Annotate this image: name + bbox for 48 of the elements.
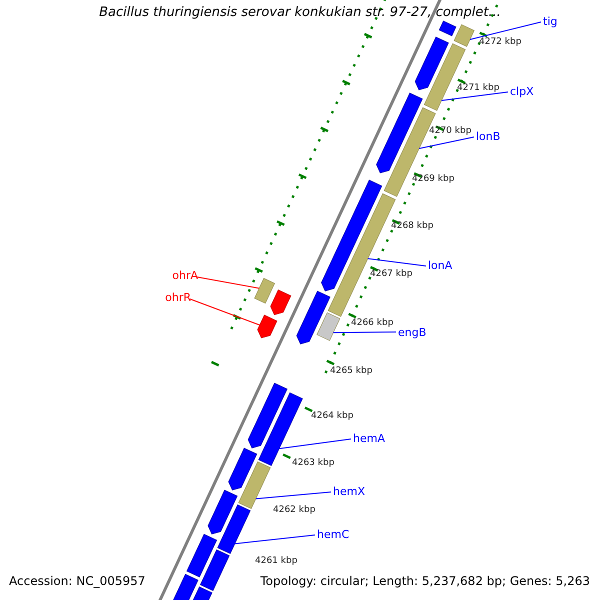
leader-line <box>196 276 260 289</box>
gene-feature <box>248 382 288 448</box>
leader-line <box>234 534 316 544</box>
gene-feature <box>438 20 456 36</box>
gene-feature <box>296 290 330 344</box>
scale-label: 4271 kbp <box>457 83 500 94</box>
gene-feature <box>316 312 340 341</box>
leader-line <box>441 92 508 101</box>
genome-info-text: Topology: circular; Length: 5,237,682 bp; Genes: 5,263 <box>260 574 590 588</box>
gene-label: engB <box>398 326 426 339</box>
scale-label: 4272 kbp <box>479 37 522 48</box>
gene-feature <box>228 448 258 490</box>
scale-label: 4261 kbp <box>255 556 298 567</box>
gene-label: clpX <box>510 85 534 98</box>
gene-feature <box>454 24 474 47</box>
gene-label: lonA <box>428 259 452 272</box>
leader-line <box>470 22 542 40</box>
gene-feature <box>257 314 278 338</box>
leader-line <box>190 298 260 326</box>
leader-line <box>367 258 426 266</box>
gene-label: ohrR <box>165 291 191 304</box>
gene-feature <box>414 36 449 90</box>
scale-label: 4270 kbp <box>429 126 472 137</box>
gene-label: hemX <box>333 485 365 498</box>
scale-label: 4265 kbp <box>330 366 372 377</box>
gene-label: ohrA <box>172 269 198 282</box>
leader-line <box>255 492 332 500</box>
leader-line <box>418 136 474 149</box>
gene-feature <box>376 92 423 174</box>
leader-line <box>332 332 396 334</box>
gene-label: tig <box>543 15 558 28</box>
scale-label: 4268 kbp <box>391 221 434 232</box>
accession-text: Accession: NC_005957 <box>9 574 146 588</box>
gene-label: hemA <box>353 432 385 445</box>
gene-label: lonB <box>476 130 500 143</box>
scale-label: 4263 kbp <box>292 458 334 469</box>
leader-line <box>278 438 352 450</box>
gene-label: hemC <box>317 528 350 541</box>
gene-feature <box>254 278 275 304</box>
scale-label: 4264 kbp <box>311 411 354 422</box>
gene-feature <box>186 534 217 578</box>
scale-label: 4266 kbp <box>351 318 394 329</box>
scale-label: 4267 kbp <box>370 269 412 280</box>
gene-feature <box>208 490 238 534</box>
scale-label: 4269 kbp <box>412 174 454 185</box>
gene-feature <box>270 290 292 316</box>
scale-label: 4262 kbp <box>273 505 316 516</box>
map-title: Bacillus thuringiensis serovar konkukian str. 97-27, complet... <box>98 5 502 20</box>
